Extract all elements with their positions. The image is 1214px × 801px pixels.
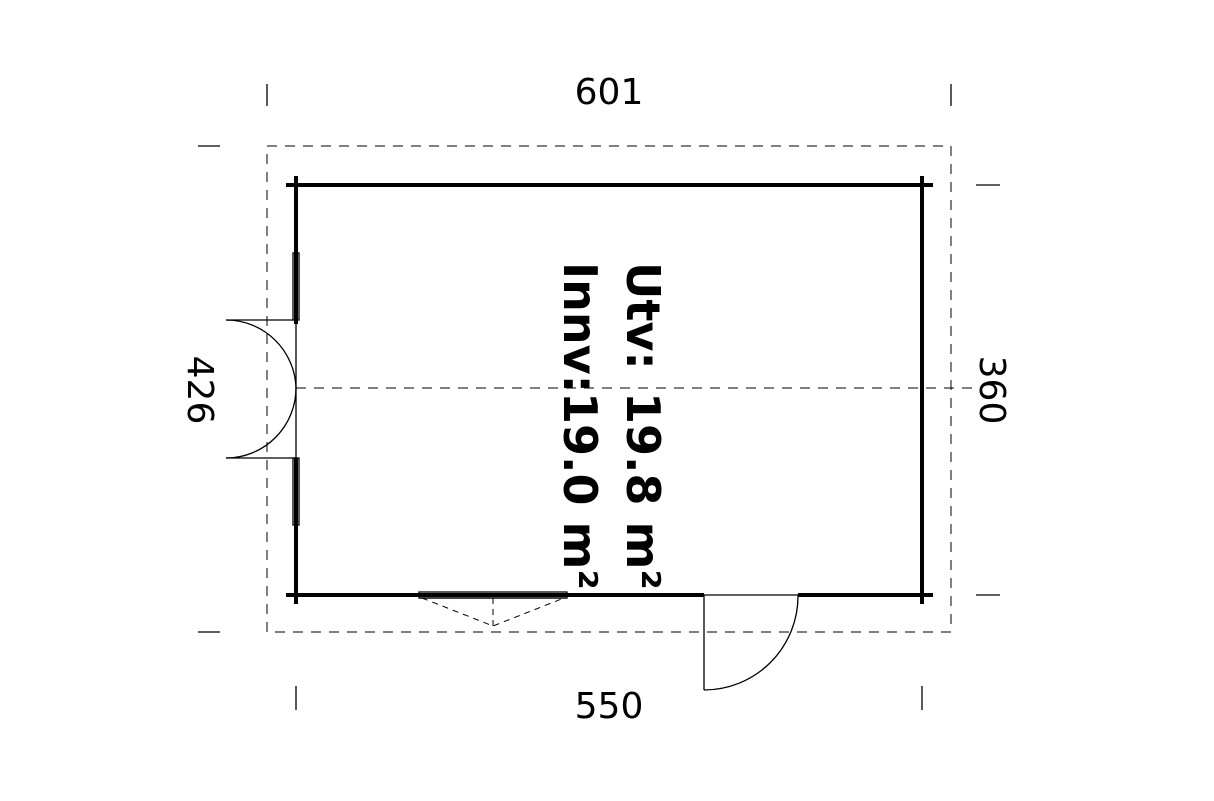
area-text-inner: Innv: 19.0 m² bbox=[553, 262, 607, 590]
bottom-window bbox=[418, 591, 568, 627]
outer-area-value: 19.8 m² bbox=[616, 392, 670, 590]
outer-area-label: Utv: bbox=[616, 262, 670, 370]
single-door bbox=[703, 594, 799, 691]
inner-depth-label: 360 bbox=[971, 356, 1012, 425]
double-door bbox=[225, 319, 298, 459]
dimension-ticks bbox=[198, 84, 1000, 710]
walls bbox=[286, 176, 933, 604]
outer-footprint-outline bbox=[266, 145, 952, 633]
inner-area-label: Innv: bbox=[553, 262, 607, 393]
inner-area-value: 19.0 m² bbox=[553, 392, 607, 590]
outer-width-label: 601 bbox=[575, 72, 644, 113]
inner-width-label: 550 bbox=[575, 686, 644, 727]
outer-depth-label: 426 bbox=[179, 356, 220, 425]
area-text-outer: Utv: 19.8 m² bbox=[616, 262, 670, 590]
